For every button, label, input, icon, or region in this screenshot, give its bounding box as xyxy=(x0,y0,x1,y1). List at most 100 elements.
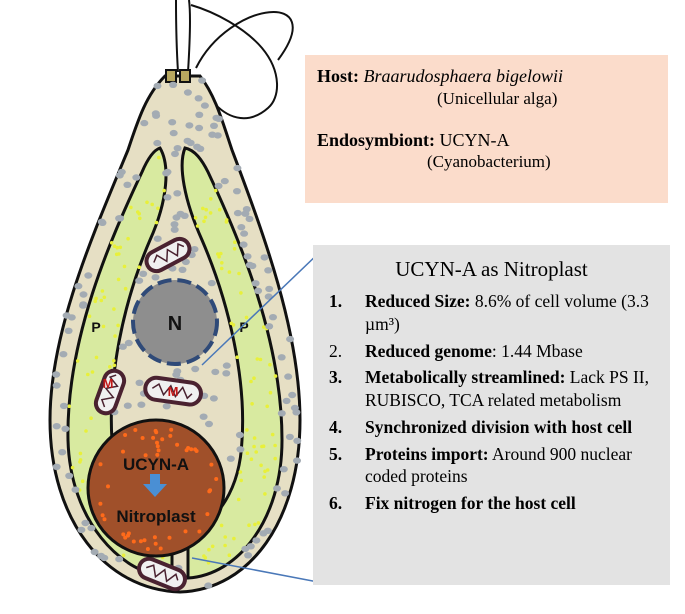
vesicle xyxy=(205,420,213,428)
pigment-dot xyxy=(67,404,71,409)
nitroplast-dot xyxy=(98,501,103,506)
feature-text: Proteins import: Around 900 nuclear code… xyxy=(365,443,660,489)
host-label: Host: xyxy=(317,66,359,86)
vesicle xyxy=(59,351,68,358)
pigment-dot xyxy=(89,416,93,421)
pigment-dot xyxy=(137,265,141,270)
pigment-dot xyxy=(262,325,266,329)
vesicle xyxy=(204,582,213,589)
pigment-dot xyxy=(239,291,243,295)
nitroplast-dot xyxy=(153,428,158,433)
vesicle xyxy=(168,119,177,126)
nitroplast-dot xyxy=(158,546,163,551)
vesicle xyxy=(245,215,254,223)
vesicle xyxy=(245,261,254,269)
nitroplast-dot xyxy=(168,433,173,438)
nitroplast-dot xyxy=(189,447,194,452)
pigment-dot xyxy=(99,298,104,303)
vesicle xyxy=(264,267,273,274)
nitroplast-dot xyxy=(167,535,172,540)
vesicle xyxy=(222,370,231,377)
pigment-dot xyxy=(227,553,232,557)
pigment-dot xyxy=(145,200,149,205)
pigment-dot xyxy=(244,315,249,320)
nitroplast-dot xyxy=(155,452,160,457)
nitroplast-dot xyxy=(140,436,145,440)
vesicle xyxy=(79,301,88,308)
pigment-dot xyxy=(252,444,256,449)
nitroplast-label: Nitroplast xyxy=(116,507,196,526)
vesicle xyxy=(151,110,160,117)
vesicle xyxy=(81,519,90,527)
nitroplast-dot xyxy=(152,535,157,540)
vesicle xyxy=(240,230,249,237)
pigment-dot xyxy=(129,205,133,210)
pigment-dot xyxy=(112,244,117,248)
feature-item: 5.Proteins import: Around 900 nuclear co… xyxy=(323,443,660,489)
vesicle xyxy=(233,209,242,217)
vesicle xyxy=(239,241,248,248)
pigment-dot xyxy=(112,363,117,368)
pigment-dot xyxy=(223,543,227,548)
pigment-dot xyxy=(115,245,120,250)
vesicle xyxy=(132,174,141,181)
pigment-dot xyxy=(78,458,83,462)
vesicle xyxy=(153,82,162,90)
vesicle xyxy=(286,335,295,343)
host-info-box: Host: Braarudosphaera bigelowii (Unicell… xyxy=(305,55,668,203)
nitroplast-dot xyxy=(126,531,131,536)
nitroplast-dot xyxy=(102,517,107,522)
feature-detail: Lack PS II, RUBISCO, TCA related metabol… xyxy=(365,367,650,410)
vesicle xyxy=(58,449,67,456)
vesicle xyxy=(190,246,199,253)
pigment-dot xyxy=(236,497,241,502)
vesicle xyxy=(285,433,294,441)
vesicle xyxy=(281,490,290,497)
vesicle xyxy=(251,280,260,287)
pigment-dot xyxy=(203,215,208,220)
vesicle xyxy=(172,214,181,221)
feature-number: 2. xyxy=(329,340,343,361)
vesicle xyxy=(214,182,223,190)
pigment-dot xyxy=(90,370,95,374)
vesicle xyxy=(52,382,61,389)
plastid-left-label: P xyxy=(91,319,100,335)
pigment-dot xyxy=(93,299,97,304)
feature-text: Fix nitrogen for the host cell xyxy=(365,492,660,515)
pigment-dot xyxy=(219,523,224,528)
feature-item: 1.Reduced Size: 8.6% of cell volume (3.3… xyxy=(323,290,660,336)
mitochondrion-top xyxy=(144,236,192,274)
pigment-dot xyxy=(217,254,221,259)
nitroplast-dot xyxy=(207,489,212,494)
pigment-dot xyxy=(219,251,223,256)
vesicle xyxy=(153,139,162,147)
vesicle xyxy=(198,77,207,84)
connector-line-top xyxy=(201,249,323,366)
vesicle xyxy=(193,143,202,150)
host-species: Braarudosphaera bigelowii xyxy=(363,66,564,86)
vesicle xyxy=(282,397,291,405)
vesicle xyxy=(52,423,61,430)
pigment-dot xyxy=(235,355,239,360)
pigment-dot xyxy=(193,216,198,220)
vesicle xyxy=(123,402,132,409)
nucleus xyxy=(131,278,219,366)
vesicle xyxy=(252,537,261,544)
pigment-dot xyxy=(202,554,206,558)
vesicle xyxy=(222,362,231,369)
pigment-dot xyxy=(249,457,254,462)
vesicle xyxy=(273,485,281,492)
feature-item: 2.Reduced genome: 1.44 Mbase xyxy=(323,340,660,363)
vesicle xyxy=(135,277,144,284)
vesicle xyxy=(77,526,86,534)
vesicle xyxy=(226,455,235,462)
feature-detail: : 1.44 Mbase xyxy=(491,340,583,361)
nitroplast-dot xyxy=(142,538,147,543)
pigment-dot xyxy=(249,379,253,384)
pigment-dot xyxy=(94,355,99,360)
vesicle xyxy=(277,354,286,361)
vesicle xyxy=(169,129,178,137)
flagellum-right xyxy=(187,0,279,120)
endosymbiont-line: Endosymbiont: UCYN-A xyxy=(317,129,656,152)
vesicle xyxy=(233,188,241,195)
